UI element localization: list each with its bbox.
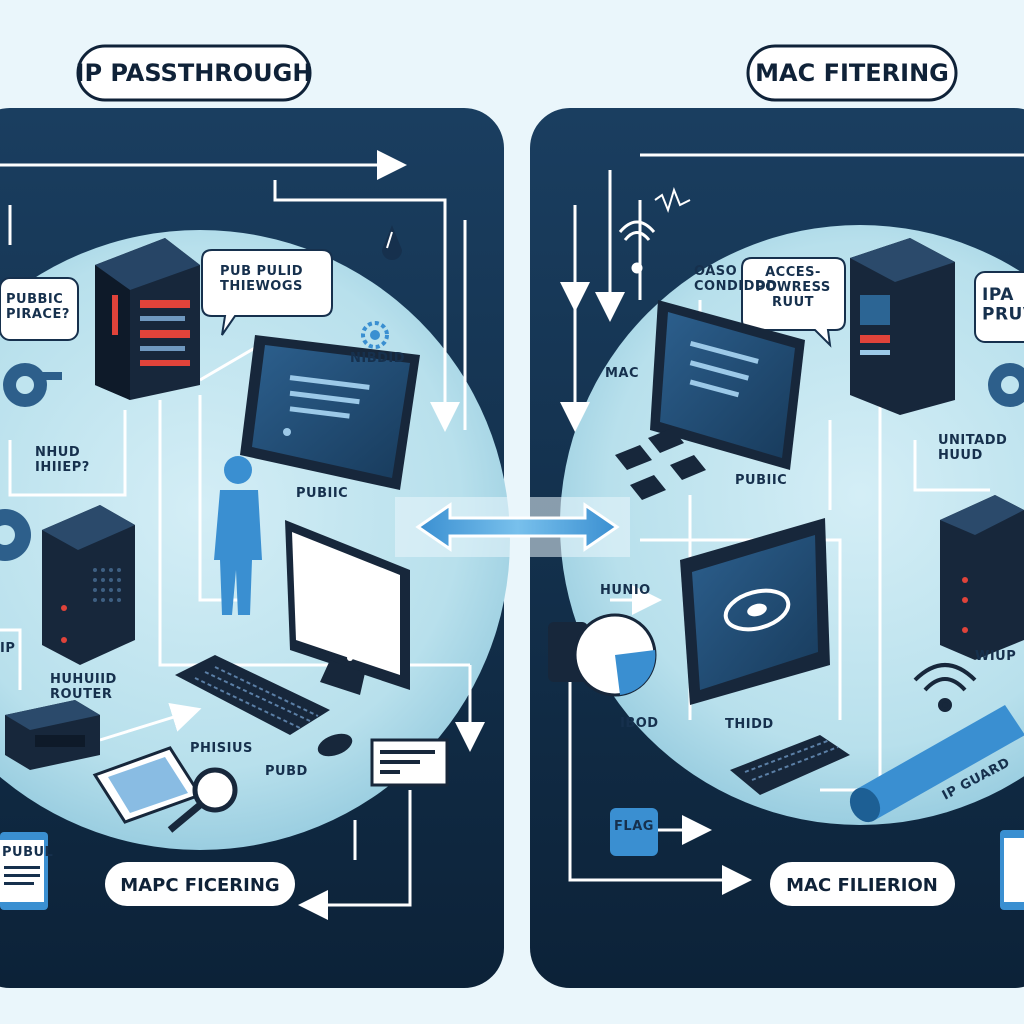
right-title-pill: MAC FITERING <box>746 44 958 102</box>
text-line: PIRACE? <box>6 307 70 322</box>
right-pie-widget-icon <box>548 613 657 697</box>
left-magnifier-icon <box>167 767 238 833</box>
left-white-monitor-icon <box>285 520 410 695</box>
text-line: RUUT <box>772 295 814 310</box>
left-document-card-icon <box>370 738 449 787</box>
left-keyboard-icon <box>175 655 330 735</box>
text-line: POWRESS <box>755 280 830 295</box>
text-line: IHIIEP? <box>35 460 90 475</box>
right-pipe-icon <box>849 705 1024 823</box>
left-label-phisius: PHISIUS <box>190 741 253 756</box>
left-title-pill: IP PASSTHROUGH <box>76 44 313 102</box>
left-person-icon <box>214 456 262 615</box>
right-label-hunio: HUNIO <box>600 583 651 598</box>
left-label-public: PUBIIC <box>296 486 348 501</box>
right-keyboard-icon <box>730 735 850 795</box>
text-line: HUUD <box>938 448 983 463</box>
left-dark-monitor-icon <box>240 335 420 490</box>
right-caption-text: MAC FILIERION <box>786 875 938 896</box>
left-mouse-icon <box>317 733 353 757</box>
left-label-pubd: PUBD <box>265 764 308 779</box>
right-title: MAC FITERING <box>755 59 949 87</box>
right-wifi-icon-2 <box>913 663 977 712</box>
left-tower-pc-icon <box>42 505 135 665</box>
right-label-public: PUBIIC <box>735 473 787 488</box>
text-line: PRUVZ <box>982 305 1024 325</box>
left-title: IP PASSTHROUGH <box>76 59 313 87</box>
right-label-thidd: THIDD <box>725 717 774 732</box>
left-note-card-icon: PUBUL <box>0 832 53 910</box>
text-line: NHUD <box>35 445 80 460</box>
left-caption-pill: MAPC FICERING <box>105 862 295 906</box>
left-drop-icon <box>382 225 402 260</box>
right-bubble-ipa: IPAPRUVZ <box>974 271 1024 343</box>
left-label-nibd: NIBDID <box>350 351 405 366</box>
right-caption-pill: MAC FILIERION <box>770 862 955 906</box>
right-signal-wave-icon <box>654 186 691 214</box>
text-line: PUBBIC <box>6 292 63 307</box>
text-line: PUB PULID <box>220 264 303 279</box>
center-double-arrow-icon <box>395 497 630 557</box>
text-line: IPA <box>982 285 1014 305</box>
text-line: CONDIDDD <box>694 279 777 294</box>
left-router-icon <box>5 700 100 770</box>
right-large-monitor-icon <box>680 518 830 705</box>
left-caption-text: MAPC FICERING <box>120 875 279 896</box>
right-server-tower-icon <box>850 238 955 415</box>
text-line: UNITADD <box>938 433 1007 448</box>
left-spark-icon <box>361 321 389 349</box>
left-server-tower-icon <box>95 238 200 400</box>
right-label-ibod: IBOD <box>620 716 659 731</box>
text-line: THIEWOGS <box>220 279 303 294</box>
left-label-pubul: PUBUL <box>2 845 53 860</box>
right-label-flag: FLAG <box>614 819 654 834</box>
right-card-stack-icon <box>615 428 706 500</box>
text-line: HUHUIID <box>50 672 117 687</box>
right-wifi-icon <box>618 220 656 274</box>
left-gear-icon <box>3 363 62 407</box>
right-gear-icon <box>988 363 1024 407</box>
text-line: OASO <box>694 264 737 279</box>
text-line: ACCES- <box>765 265 821 280</box>
right-bubble-ipa-text: IPAPRUVZ <box>982 285 1024 325</box>
right-label-mac: MAC <box>605 366 639 381</box>
left-gear-icon-2 <box>0 509 31 561</box>
right-flag-card-icon: FLAG <box>610 808 658 856</box>
right-tower-pc-icon <box>940 495 1024 660</box>
right-dark-monitor-icon <box>650 300 805 470</box>
left-label-ip: IP <box>0 641 15 656</box>
right-note-card-icon <box>1000 830 1024 910</box>
left-tablet-icon <box>92 746 203 824</box>
right-label-wiup: WIUP <box>975 649 1016 664</box>
text-line: ROUTER <box>50 687 112 702</box>
